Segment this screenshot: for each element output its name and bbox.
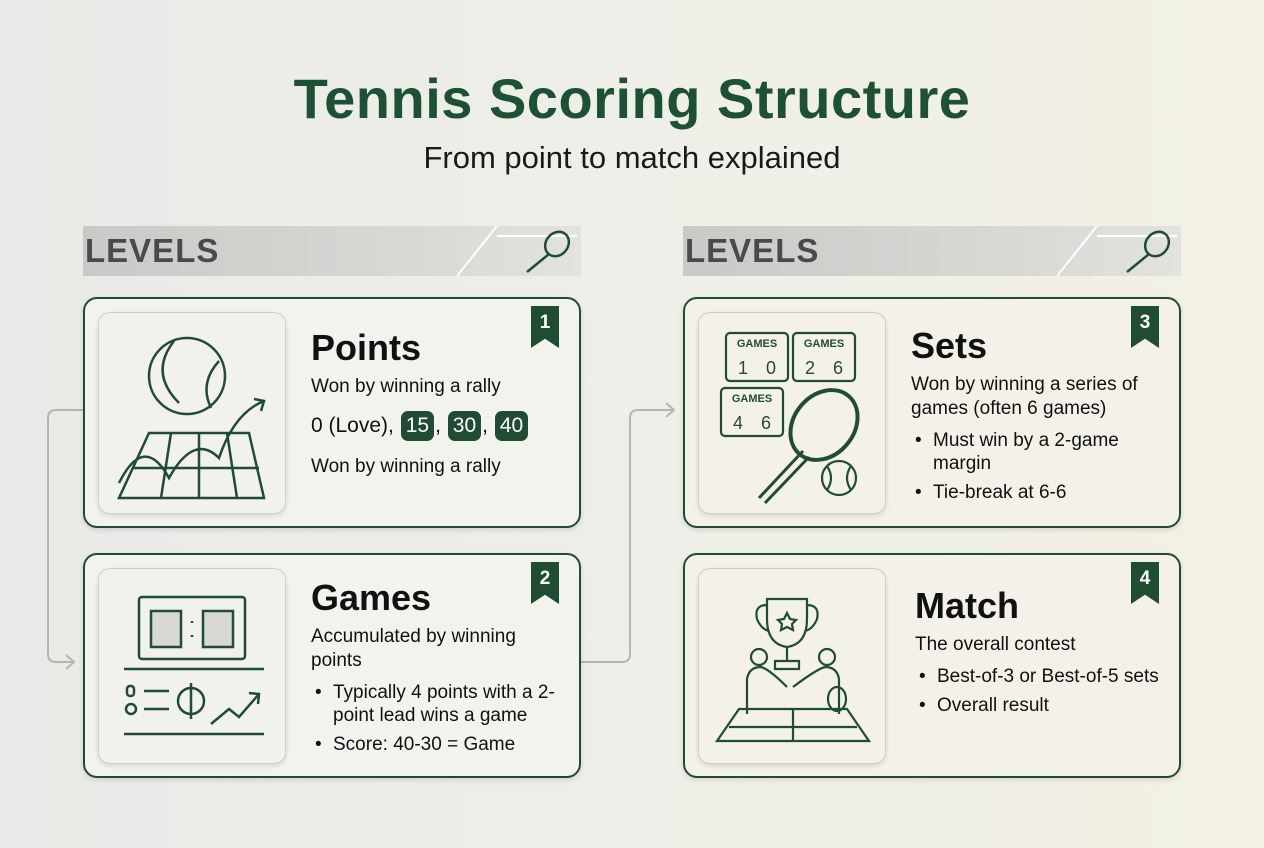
- bullet-item: Score: 40-30 = Game: [311, 733, 561, 756]
- card-description: Won by winning a rally: [311, 376, 501, 397]
- board-label: GAMES: [804, 338, 844, 350]
- tennis-ball-court-icon: [98, 312, 286, 514]
- board-score: 0: [766, 358, 776, 378]
- board-score: 2: [805, 358, 815, 378]
- card-description: Accumulated by winning points: [311, 626, 516, 671]
- score-love: 0 (Love),: [311, 414, 394, 437]
- levels-header-left: LEVELS: [83, 226, 581, 276]
- scoreboard-icon: [98, 568, 286, 764]
- card-games: 2 Games Accumulated by winning points Ty…: [83, 553, 581, 778]
- page-title: Tennis Scoring Structure: [293, 67, 971, 130]
- board-score: 6: [833, 358, 843, 378]
- separator: ,: [482, 414, 488, 437]
- levels-label: LEVELS: [85, 232, 220, 269]
- card-match: 4 Match The overall contest Best-of-3 or…: [683, 553, 1181, 778]
- card-note: Won by winning a rally: [311, 456, 501, 477]
- board-score: 4: [733, 413, 743, 433]
- racket-icon: [1057, 226, 1177, 276]
- score-30: 30: [447, 411, 482, 441]
- bullet-item: Tie-break at 6-6: [911, 481, 1161, 504]
- levels-header-right: LEVELS: [683, 226, 1181, 276]
- bullet-item: Typically 4 points with a 2-point lead w…: [311, 681, 561, 727]
- racket-icon: [457, 226, 577, 276]
- bullet-item: Overall result: [915, 694, 1165, 717]
- card-title: Match: [915, 585, 1020, 626]
- separator: ,: [435, 414, 441, 437]
- board-score: 6: [761, 413, 771, 433]
- board-label: GAMES: [737, 338, 777, 350]
- card-title: Points: [311, 327, 422, 368]
- score-15: 15: [400, 411, 435, 441]
- board-score: 1: [738, 358, 748, 378]
- bullet-item: Best-of-3 or Best-of-5 sets: [915, 665, 1165, 688]
- bullet-item: Must win by a 2-game margin: [911, 429, 1161, 475]
- board-label: GAMES: [732, 393, 772, 405]
- card-title: Sets: [911, 325, 988, 366]
- card-description: The overall contest: [915, 634, 1076, 655]
- score-sequence: 0 (Love), 15, 30, 40: [311, 411, 561, 441]
- card-points: 1 Points Won by winning a rally 0 (Love)…: [83, 297, 581, 528]
- trophy-handshake-icon: [698, 568, 886, 764]
- card-title: Games: [311, 577, 432, 618]
- levels-label: LEVELS: [685, 232, 820, 269]
- score-40: 40: [494, 411, 529, 441]
- card-description: Won by winning a series of games (often …: [911, 374, 1138, 419]
- page-subtitle: From point to match explained: [423, 140, 841, 175]
